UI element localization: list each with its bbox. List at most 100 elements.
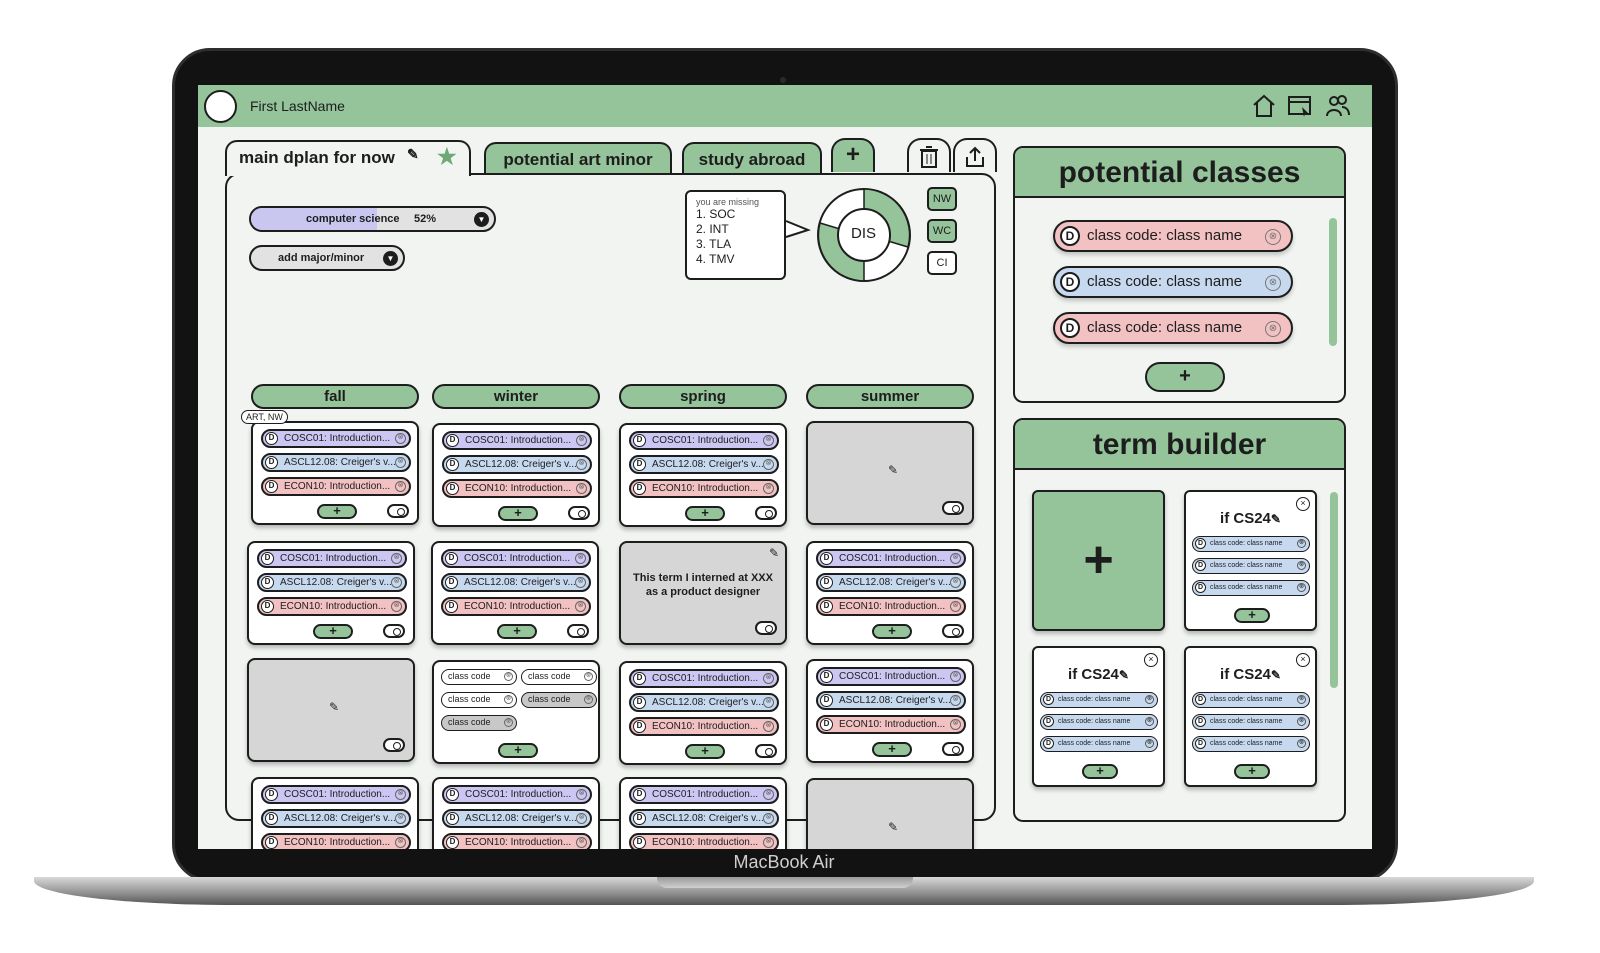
class-code-chip[interactable]: class code⊗ <box>441 692 517 708</box>
pencil-icon[interactable]: ✎ <box>769 546 780 560</box>
share-plan-button[interactable] <box>953 138 997 172</box>
remove-icon[interactable]: ⊗ <box>763 697 774 708</box>
note-term-card[interactable]: ✎ This term I interned at XXX as a produ… <box>619 541 787 645</box>
add-course-button[interactable]: + <box>313 624 353 639</box>
remove-icon[interactable]: ⊗ <box>504 695 513 704</box>
remove-icon[interactable]: ⊗ <box>391 601 402 612</box>
remove-icon[interactable]: ⊗ <box>1297 561 1306 570</box>
remove-icon[interactable]: ⊗ <box>763 789 774 800</box>
toggle-switch[interactable] <box>387 504 409 518</box>
remove-icon[interactable]: ⊗ <box>950 577 961 588</box>
toggle-switch[interactable] <box>567 624 589 638</box>
tab-potential-art-minor[interactable]: potential art minor <box>484 142 672 176</box>
pencil-icon[interactable]: ✎ <box>1270 668 1281 682</box>
toggle-switch[interactable] <box>383 624 405 638</box>
remove-icon[interactable]: ⊗ <box>576 789 587 800</box>
star-icon[interactable]: ★ <box>437 144 457 169</box>
badge-ci[interactable]: CI <box>927 251 957 275</box>
add-course-button[interactable]: + <box>872 624 912 639</box>
close-icon[interactable]: × <box>1144 653 1158 667</box>
close-icon[interactable]: × <box>1296 497 1310 511</box>
class-code-chip[interactable]: class code⊗ <box>441 715 517 731</box>
class-code-chip[interactable]: class code⊗ <box>521 692 597 708</box>
remove-icon[interactable]: ⊗ <box>576 483 587 494</box>
browser-window-icon[interactable] <box>1287 93 1313 119</box>
remove-icon[interactable]: ⊗ <box>576 435 587 446</box>
avatar[interactable] <box>204 90 237 123</box>
remove-icon[interactable]: ⊗ <box>391 553 402 564</box>
close-icon[interactable]: × <box>1296 653 1310 667</box>
remove-icon[interactable]: ⊗ <box>763 459 774 470</box>
pencil-icon[interactable]: ✎ <box>888 820 899 834</box>
distribution-ring[interactable] <box>814 185 914 285</box>
add-course-button[interactable]: + <box>685 744 725 759</box>
add-course-button[interactable]: + <box>1234 608 1270 623</box>
remove-icon[interactable]: ⊗ <box>1297 739 1306 748</box>
remove-icon[interactable]: ⊗ <box>576 837 587 848</box>
toggle-switch[interactable] <box>755 621 777 635</box>
delete-plan-button[interactable] <box>907 138 951 172</box>
remove-icon[interactable]: ⊗ <box>1145 739 1154 748</box>
remove-icon[interactable]: ⊗ <box>763 721 774 732</box>
remove-icon[interactable]: ⊗ <box>395 457 406 468</box>
remove-icon[interactable]: ⊗ <box>1265 275 1281 291</box>
badge-nw[interactable]: NW <box>927 187 957 211</box>
remove-icon[interactable]: ⊗ <box>1297 695 1306 704</box>
remove-icon[interactable]: ⊗ <box>575 601 586 612</box>
remove-icon[interactable]: ⊗ <box>1297 717 1306 726</box>
remove-icon[interactable]: ⊗ <box>504 672 513 681</box>
remove-icon[interactable]: ⊗ <box>763 813 774 824</box>
add-tab-button[interactable]: + <box>831 138 875 172</box>
add-course-button[interactable]: + <box>1082 764 1118 779</box>
remove-icon[interactable]: ⊗ <box>950 671 961 682</box>
remove-icon[interactable]: ⊗ <box>950 719 961 730</box>
toggle-switch[interactable] <box>942 501 964 515</box>
toggle-switch[interactable] <box>383 738 405 752</box>
remove-icon[interactable]: ⊗ <box>575 553 586 564</box>
scrollbar[interactable] <box>1330 492 1338 688</box>
toggle-switch[interactable] <box>942 742 964 756</box>
toggle-switch[interactable] <box>942 624 964 638</box>
remove-icon[interactable]: ⊗ <box>763 483 774 494</box>
remove-icon[interactable]: ⊗ <box>763 673 774 684</box>
remove-icon[interactable]: ⊗ <box>1145 695 1154 704</box>
remove-icon[interactable]: ⊗ <box>395 433 406 444</box>
add-course-button[interactable]: + <box>872 742 912 757</box>
toggle-switch[interactable] <box>755 744 777 758</box>
major-progress-select[interactable]: computer science 52% ▼ <box>249 206 496 232</box>
remove-icon[interactable]: ⊗ <box>584 695 593 704</box>
remove-icon[interactable]: ⊗ <box>395 837 406 848</box>
remove-icon[interactable]: ⊗ <box>395 789 406 800</box>
